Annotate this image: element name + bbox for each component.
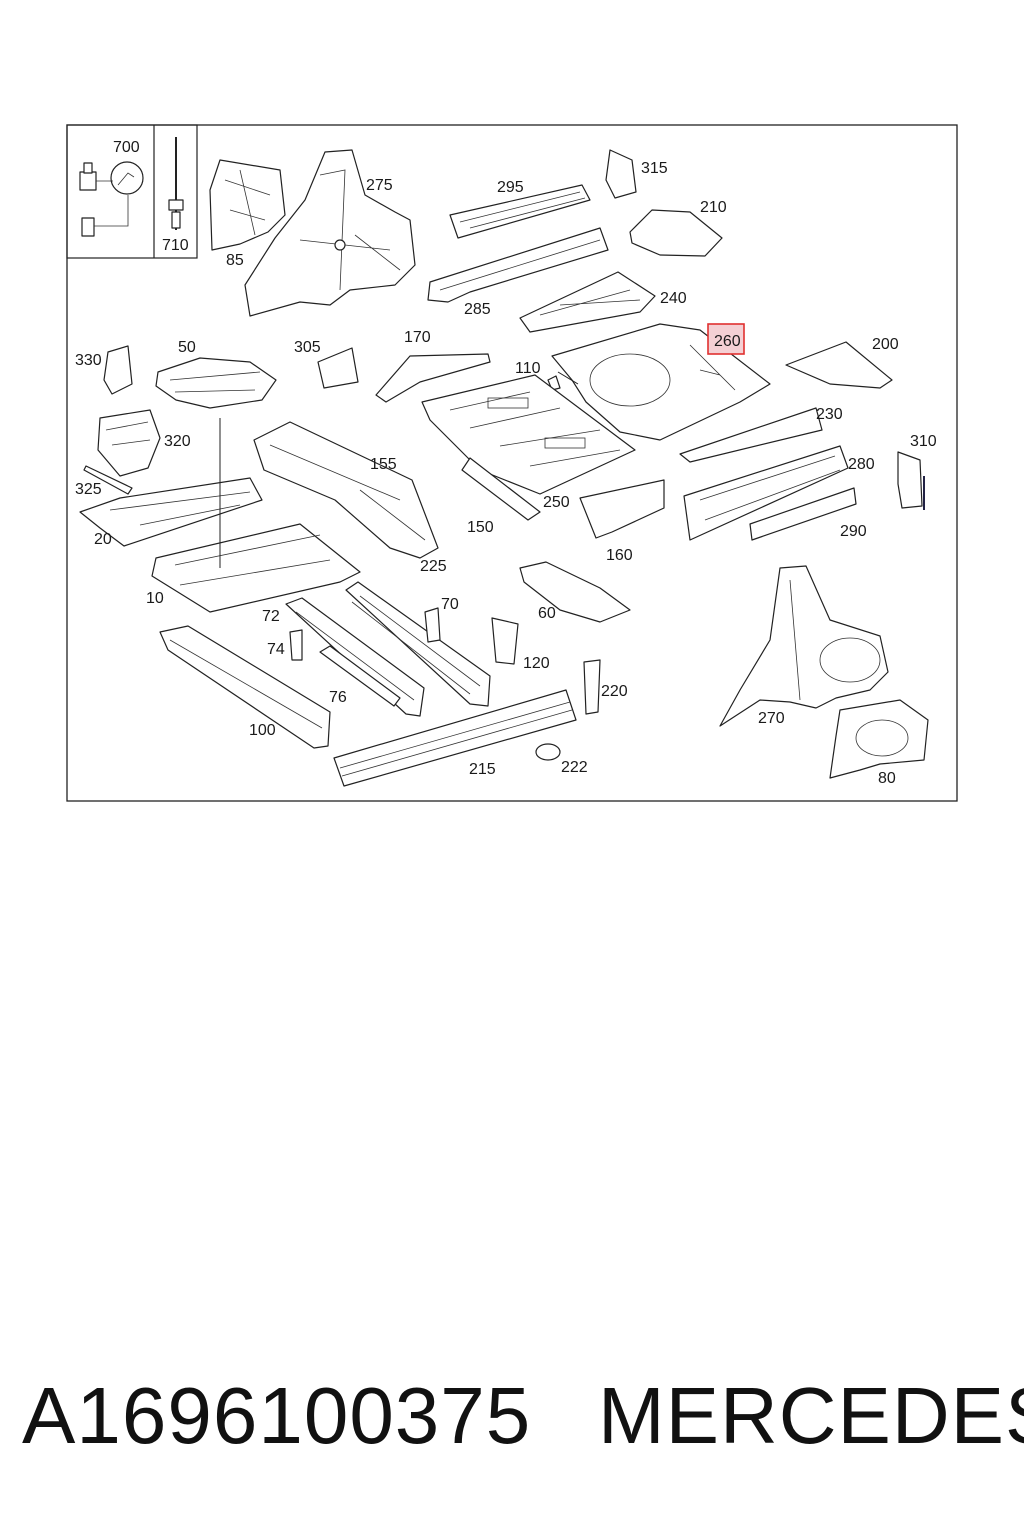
label-225: 225 xyxy=(420,558,447,575)
label-240: 240 xyxy=(660,290,687,307)
part-215-shape xyxy=(333,689,577,787)
part-150-shape xyxy=(461,457,541,521)
label-710: 710 xyxy=(162,237,189,254)
label-230: 230 xyxy=(816,406,843,423)
label-320: 320 xyxy=(164,433,191,450)
part-280-shape xyxy=(683,445,849,541)
label-10: 10 xyxy=(146,590,164,607)
label-280: 280 xyxy=(848,456,875,473)
label-100: 100 xyxy=(249,722,276,739)
label-220: 220 xyxy=(601,683,628,700)
part-310-shape xyxy=(897,451,923,509)
label-80: 80 xyxy=(878,770,896,787)
label-310: 310 xyxy=(910,433,937,450)
part-315-shape xyxy=(605,149,637,199)
label-260: 260 xyxy=(714,333,741,350)
label-110: 110 xyxy=(515,360,541,377)
label-85: 85 xyxy=(226,252,244,269)
fastener-inset xyxy=(66,124,198,259)
label-74: 74 xyxy=(267,641,285,658)
part-85-shape xyxy=(209,159,286,251)
highlight-box-260 xyxy=(707,323,745,355)
label-160: 160 xyxy=(606,547,633,564)
part-325-shape xyxy=(83,465,133,495)
part-76-shape xyxy=(319,645,401,707)
label-200: 200 xyxy=(872,336,899,353)
label-72: 72 xyxy=(262,608,280,625)
part-275-shape xyxy=(244,149,416,317)
label-330: 330 xyxy=(75,352,102,369)
label-250: 250 xyxy=(543,494,570,511)
label-120: 120 xyxy=(523,655,550,672)
label-700: 700 xyxy=(113,139,140,156)
label-20: 20 xyxy=(94,531,112,548)
part-230-shape xyxy=(679,407,823,463)
part-120-shape xyxy=(491,617,519,665)
part-20-shape xyxy=(79,477,263,547)
part-330-shape xyxy=(103,345,133,395)
part-305-shape xyxy=(317,347,359,389)
part-70b-shape xyxy=(424,607,441,643)
label-305: 305 xyxy=(294,339,321,356)
label-170: 170 xyxy=(404,329,431,346)
part-285-shape xyxy=(427,227,609,303)
brand-caption: MERCEDES xyxy=(598,1371,1024,1460)
part-160-shape xyxy=(579,479,665,539)
part-200-shape xyxy=(785,341,893,389)
label-275: 275 xyxy=(366,177,393,194)
label-270: 270 xyxy=(758,710,785,727)
label-295: 295 xyxy=(497,179,524,196)
label-155: 155 xyxy=(370,456,397,473)
label-70: 70 xyxy=(441,596,459,613)
part-270-shape xyxy=(719,565,889,727)
label-325: 325 xyxy=(75,481,102,498)
label-222: 222 xyxy=(561,759,588,776)
part-210-shape xyxy=(629,209,723,257)
label-50: 50 xyxy=(178,339,196,356)
part-number-caption: A1696100375 xyxy=(22,1371,532,1460)
part-290-shape xyxy=(749,487,857,541)
label-315: 315 xyxy=(641,160,668,177)
part-74-shape xyxy=(289,629,303,661)
label-60: 60 xyxy=(538,605,556,622)
part-220-shape xyxy=(583,659,601,715)
part-100-shape xyxy=(159,625,331,749)
part-60-shape xyxy=(519,561,631,623)
label-285: 285 xyxy=(464,301,491,318)
label-215: 215 xyxy=(469,761,496,778)
part-170-shape xyxy=(375,353,491,403)
label-150: 150 xyxy=(467,519,494,536)
part-80-shape xyxy=(829,699,929,779)
part-222-shape xyxy=(535,743,561,761)
part-155-shape xyxy=(253,421,439,559)
diagram-frame xyxy=(66,124,958,802)
label-210: 210 xyxy=(700,199,727,216)
label-76: 76 xyxy=(329,689,347,706)
part-50-shape xyxy=(155,357,277,409)
label-290: 290 xyxy=(840,523,867,540)
part-225-shape xyxy=(151,523,361,613)
